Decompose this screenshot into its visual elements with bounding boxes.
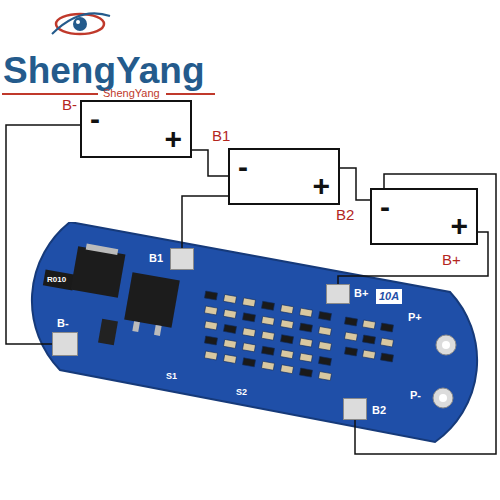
smd-part <box>223 309 236 318</box>
battery-cell: -+ <box>80 100 192 158</box>
smd-part <box>204 291 217 300</box>
smd-part <box>299 353 312 362</box>
wire-label: B- <box>62 97 77 112</box>
solder-pad: B- <box>52 332 78 356</box>
smd-part <box>242 313 255 322</box>
eye-pupil <box>73 17 87 31</box>
smd-part <box>344 347 357 356</box>
smd-part <box>344 317 357 326</box>
smd-part <box>223 324 236 333</box>
smd-part <box>318 357 331 366</box>
smd-part <box>380 338 393 347</box>
smd-part <box>318 372 331 381</box>
smd-part <box>242 298 255 307</box>
smd-components <box>204 291 393 380</box>
pad-label: B- <box>57 318 69 329</box>
smd-part <box>261 346 274 355</box>
terminal-sign: - <box>380 192 390 222</box>
wire <box>340 168 370 200</box>
mosfet-leg <box>132 321 140 332</box>
shunt-resistor <box>43 270 75 291</box>
smd-part <box>204 321 217 330</box>
terminal-sign: - <box>238 152 248 182</box>
solder-pad: B2 <box>343 398 367 420</box>
output-pad <box>436 335 456 355</box>
smd-part <box>362 335 375 344</box>
wire <box>192 150 228 176</box>
smd-part <box>280 320 293 329</box>
smd-part <box>380 353 393 362</box>
smd-part <box>204 306 217 315</box>
smd-part <box>299 308 312 317</box>
smd-part <box>242 343 255 352</box>
switch-label: S1 <box>166 372 177 381</box>
smd-part <box>344 332 357 341</box>
mosfet-tab <box>86 244 119 255</box>
wire-label: B+ <box>442 252 461 267</box>
smd-part <box>261 361 274 370</box>
pad-label: P+ <box>408 312 422 323</box>
smd-part <box>204 351 217 360</box>
smd-part <box>223 354 236 363</box>
smd-part <box>280 335 293 344</box>
smd-part <box>362 350 375 359</box>
logo-rule <box>2 93 98 95</box>
smd-part <box>242 328 255 337</box>
terminal-sign: + <box>312 171 330 201</box>
bms-board <box>28 222 483 447</box>
switch-label: S2 <box>236 388 247 397</box>
pad-label: B+ <box>354 288 368 299</box>
current-rating: 10A <box>376 289 402 304</box>
solder-pad: B+ <box>326 284 350 304</box>
smd-part <box>242 358 255 367</box>
pad-label: B1 <box>149 253 163 264</box>
brand-logo: ShengYang <box>3 52 204 89</box>
smd-part <box>280 365 293 374</box>
smd-part <box>318 327 331 336</box>
wire <box>182 196 228 248</box>
terminal-sign: + <box>450 211 468 241</box>
smd-part <box>261 316 274 325</box>
solder-pad: B1 <box>170 248 194 270</box>
smd-part <box>204 336 217 345</box>
logo-rule <box>166 93 215 95</box>
smd-part <box>362 320 375 329</box>
smd-part <box>280 305 293 314</box>
smd-part <box>318 312 331 321</box>
resistor-marking: R010 <box>47 276 66 284</box>
smd-part <box>261 331 274 340</box>
terminal-sign: - <box>90 104 100 134</box>
brand-subtitle: ShengYang <box>103 88 160 99</box>
smd-part <box>280 350 293 359</box>
smd-part <box>223 294 236 303</box>
wire-label: B2 <box>336 207 354 222</box>
protection-board: R01010AP+P-S1S2B1B+B-B2 <box>28 222 483 447</box>
eye-glint <box>76 20 80 24</box>
smd-part <box>318 342 331 351</box>
smd-part <box>380 323 393 332</box>
smd-part <box>299 368 312 377</box>
logo-swoosh <box>52 13 110 34</box>
smd-part <box>223 339 236 348</box>
wire-label: B1 <box>212 128 230 143</box>
mosfet-leg <box>154 325 162 336</box>
terminal-sign: + <box>164 124 182 154</box>
pad-label: B2 <box>372 405 386 416</box>
battery-cell: -+ <box>228 148 340 205</box>
smd-part <box>299 338 312 347</box>
battery-cell: -+ <box>370 188 478 245</box>
output-hole <box>442 341 450 349</box>
smd-part <box>261 301 274 310</box>
output-hole <box>439 394 447 402</box>
smd-part <box>299 323 312 332</box>
output-pad <box>433 388 453 408</box>
pad-label: P- <box>410 390 421 401</box>
mosfet <box>124 272 180 328</box>
board-outline <box>32 222 477 442</box>
capacitor <box>98 319 118 345</box>
